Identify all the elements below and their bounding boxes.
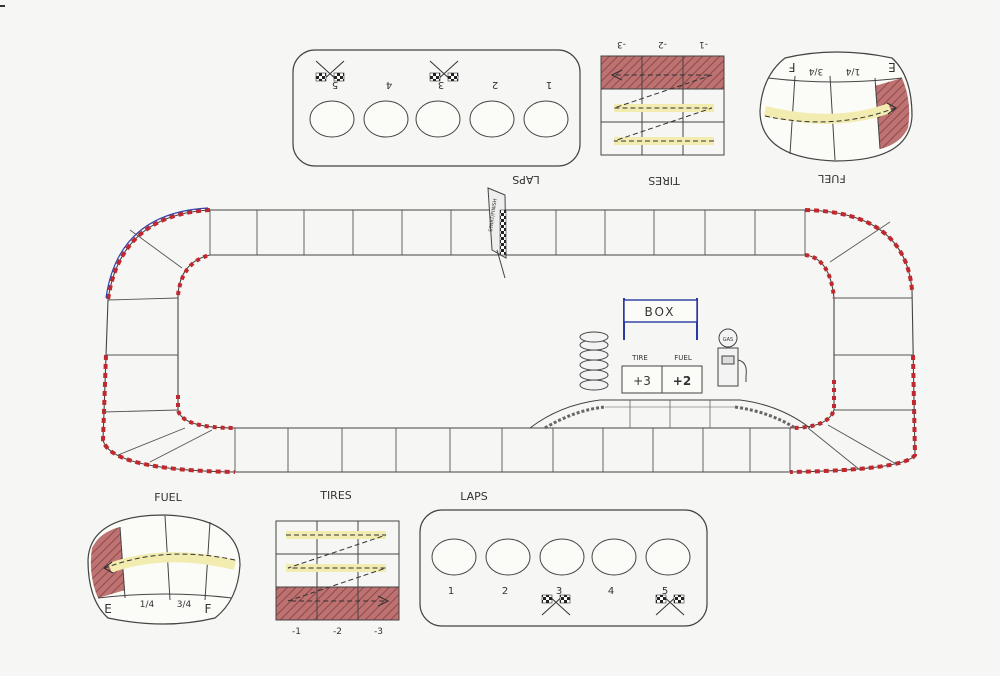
tires-grid[interactable]: TIRES -1 -2 -3 [600,39,725,187]
fuel-mark: F [205,602,212,616]
lap-circle[interactable] [645,538,691,576]
lap-circle[interactable] [431,538,477,576]
pit-area: BOX TIRE FUEL +3 +2 GAS [529,298,811,430]
tire-cell[interactable] [357,586,400,621]
fuel-title: FUEL [154,491,182,504]
lap-circle[interactable] [309,100,355,138]
lap-number: 3 [556,586,562,597]
fuel-title: FUEL [817,172,845,185]
player-panel-bottom: FUEL E 1/4 3/4 F TIRES -1 -2 -3 LAPS 1 2 3 4 5 [87,489,708,637]
lap-circle[interactable] [485,538,531,576]
laps-title: LAPS [460,490,488,503]
fuel-gauge[interactable]: FUEL E 1/4 3/4 F [87,491,241,625]
edge-mark [0,5,5,7]
box-label: BOX [645,305,676,319]
fuel-mark: 3/4 [177,600,192,610]
lap-circle[interactable] [523,100,569,138]
track-space-divider [149,429,213,463]
fuel-pump-icon: GAS [717,328,747,387]
tire-column-label: -3 [374,627,383,637]
tires-grid[interactable]: TIRES -1 -2 -3 [275,489,400,637]
lap-number: 5 [662,586,668,597]
start-finish-label: START/FINISH [488,198,499,232]
fuel-mark: F [788,60,795,74]
track-space-divider [117,427,186,456]
checkered-flags-icon [429,60,459,82]
fuel-mark: E [888,60,896,74]
laps-board[interactable]: LAPS 1 2 3 4 5 [419,490,708,627]
tire-column-label: -1 [699,39,708,49]
track-space-divider [829,221,891,263]
tire-column-label: -3 [617,39,626,49]
fuel-gauge[interactable]: FUEL E 1/4 3/4 F [759,51,913,185]
start-finish-line[interactable]: START/FINISH [487,187,507,279]
lap-number: 3 [438,79,444,90]
track-space-divider [807,427,861,471]
lap-number: 1 [448,586,454,597]
lap-circle[interactable] [363,100,409,138]
laps-board[interactable]: LAPS 1 2 3 4 5 [292,49,581,186]
lap-circle[interactable] [469,100,515,138]
checkered-flags-icon [655,594,685,616]
race-track [102,209,916,473]
fuel-mark: 1/4 [140,600,155,610]
track-curbs [100,207,918,474]
tires-title: TIRES [648,174,681,187]
checkered-flags-icon [315,60,345,82]
lap-circle[interactable] [539,538,585,576]
lap-number: 4 [386,79,392,90]
pit-fuel-bonus: +2 [673,374,691,388]
track-space-divider [107,297,179,301]
tire-cell[interactable] [600,55,643,90]
fuel-mark: 1/4 [845,66,860,76]
tire-column-label: -1 [292,627,301,637]
track-spaces [103,210,915,472]
lap-number: 2 [502,586,508,597]
tire-stack-icon [579,331,609,391]
pit-service-boxes[interactable]: TIRE FUEL +3 +2 [621,354,703,394]
track-space-divider [129,229,183,269]
lap-number: 2 [492,79,498,90]
fuel-mark: E [104,602,112,616]
tire-column-label: -2 [658,39,667,49]
track-space-divider [827,424,899,466]
lap-circle[interactable] [415,100,461,138]
tires-title: TIRES [319,489,352,502]
pit-tire-bonus: +3 [633,374,651,388]
lap-number: 1 [546,79,552,90]
checkered-flags-icon [541,594,571,616]
lap-number: 4 [608,586,614,597]
pump-label: GAS [723,337,733,343]
track-space-divider [103,409,179,413]
tire-column-label: -2 [333,627,342,637]
laps-title: LAPS [512,173,540,186]
lap-number: 5 [332,79,338,90]
box-banner: BOX [623,298,698,340]
lap-circle[interactable] [591,538,637,576]
pit-tire-label: TIRE [631,354,648,362]
fuel-mark: 3/4 [808,66,823,76]
pit-fuel-label: FUEL [674,354,692,362]
